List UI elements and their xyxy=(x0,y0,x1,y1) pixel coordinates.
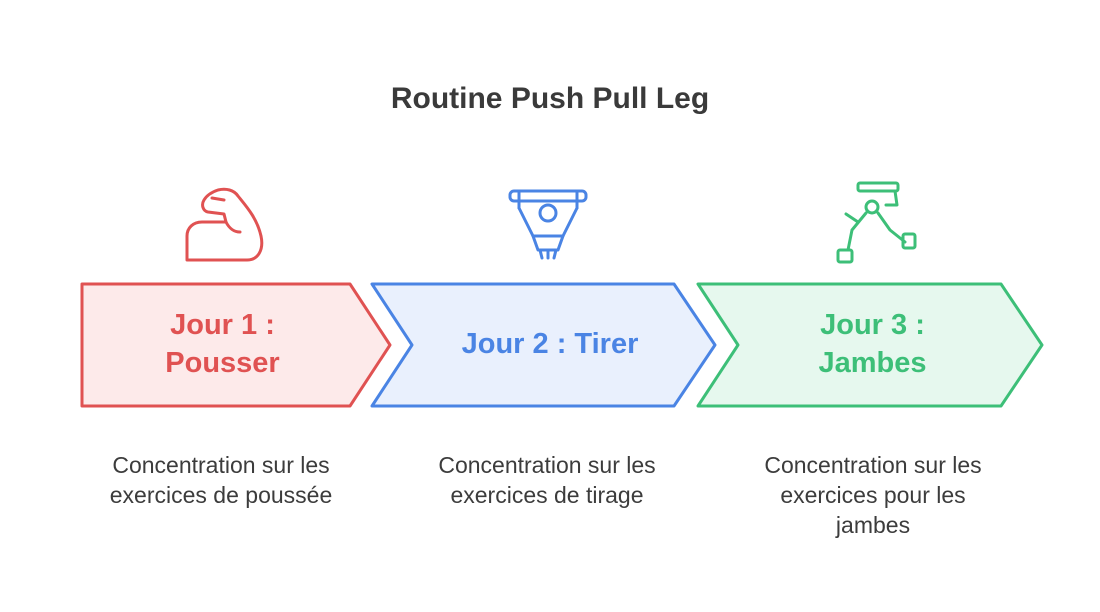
step-1-chevron xyxy=(80,282,392,408)
step-2-chevron xyxy=(370,282,717,408)
step-3-label: Jour 3 : Jambes xyxy=(818,309,927,379)
step-3-chevron xyxy=(696,282,1044,408)
step-1-label: Jour 1 : Pousser xyxy=(165,309,280,379)
pull-up-icon xyxy=(508,189,588,260)
flexed-biceps-icon xyxy=(185,187,264,262)
leg-press-icon xyxy=(836,181,917,264)
step-2-label: Jour 2 : Tirer xyxy=(461,328,639,361)
step-3-description: Concentration sur les exercices pour les… xyxy=(764,452,982,538)
step-2-description: Concentration sur les exercices de tirag… xyxy=(438,452,656,508)
step-1-description: Concentration sur les exercices de pouss… xyxy=(109,452,333,508)
diagram-title: Routine Push Pull Leg xyxy=(390,82,710,115)
